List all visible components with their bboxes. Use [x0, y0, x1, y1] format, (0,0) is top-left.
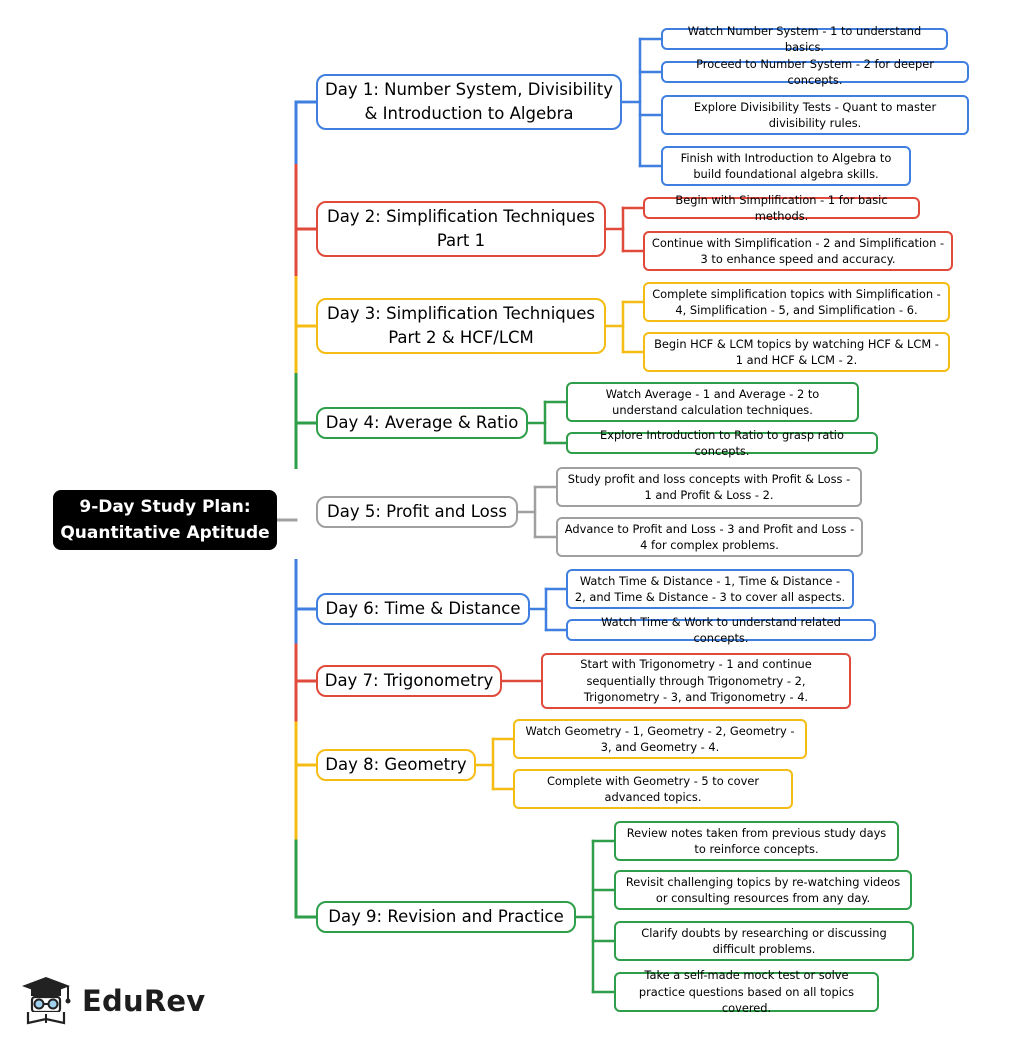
- task-node: Finish with Introduction to Algebra to b…: [661, 146, 911, 186]
- task-node: Watch Average - 1 and Average - 2 to und…: [566, 382, 859, 422]
- task-node: Review notes taken from previous study d…: [614, 821, 899, 861]
- day-node: Day 3: Simplification Techniques Part 2 …: [316, 298, 606, 354]
- task-node: Begin with Simplification - 1 for basic …: [643, 193, 920, 223]
- task-node: Clarify doubts by researching or discuss…: [614, 921, 914, 961]
- day-node: Day 7: Trigonometry: [316, 665, 502, 697]
- task-node: Watch Time & Distance - 1, Time & Distan…: [566, 569, 854, 609]
- day-node: Day 1: Number System, Divisibility & Int…: [316, 74, 622, 130]
- day-node: Day 5: Profit and Loss: [316, 496, 518, 528]
- task-node: Begin HCF & LCM topics by watching HCF &…: [643, 332, 950, 372]
- task-node: Watch Number System - 1 to understand ba…: [661, 24, 948, 54]
- task-node: Explore Divisibility Tests - Quant to ma…: [661, 95, 969, 135]
- task-node: Watch Geometry - 1, Geometry - 2, Geomet…: [513, 719, 807, 759]
- task-node: Complete simplification topics with Simp…: [643, 282, 950, 322]
- task-node: Watch Time & Work to understand related …: [566, 615, 876, 645]
- graduate-cap-icon: [22, 977, 71, 1025]
- task-node: Complete with Geometry - 5 to cover adva…: [513, 769, 793, 809]
- task-node: Proceed to Number System - 2 for deeper …: [661, 57, 969, 87]
- task-node: Explore Introduction to Ratio to grasp r…: [566, 428, 878, 458]
- day-node: Day 6: Time & Distance: [316, 593, 530, 625]
- task-node: Take a self-made mock test or solve prac…: [614, 968, 879, 1015]
- day-node: Day 4: Average & Ratio: [316, 407, 528, 439]
- task-node: Advance to Profit and Loss - 3 and Profi…: [556, 517, 863, 557]
- task-node: Study profit and loss concepts with Prof…: [556, 467, 862, 507]
- task-node: Revisit challenging topics by re-watchin…: [614, 870, 912, 910]
- edurev-logo-text: EduRev: [82, 984, 206, 1018]
- day-node: Day 9: Revision and Practice: [316, 901, 576, 933]
- root-node: 9-Day Study Plan: Quantitative Aptitude: [53, 490, 277, 550]
- day-node: Day 2: Simplification Techniques Part 1: [316, 201, 606, 257]
- edurev-logo: [22, 977, 71, 1025]
- day-node: Day 8: Geometry: [316, 749, 476, 781]
- task-node: Continue with Simplification - 2 and Sim…: [643, 231, 953, 271]
- task-node: Start with Trigonometry - 1 and continue…: [541, 653, 851, 709]
